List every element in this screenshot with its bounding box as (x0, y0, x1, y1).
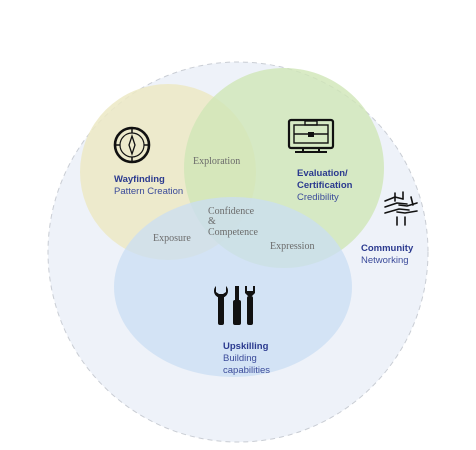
briefcase-icon (287, 118, 335, 153)
upskilling-subtitle-line1: Building (223, 353, 257, 364)
evaluation-subtitle: Credibility (297, 192, 339, 203)
community-title: Community (361, 243, 414, 254)
wayfinding-title: Wayfinding (114, 174, 165, 185)
center-label-line1: Confidence (208, 206, 255, 217)
expression-label: Expression (270, 241, 314, 252)
exposure-label: Exposure (153, 233, 191, 244)
evaluation-title-line2: Certification (297, 180, 353, 191)
community-subtitle: Networking (361, 255, 409, 266)
center-label-line3: Competence (208, 227, 259, 238)
upskilling-title: Upskilling (223, 341, 269, 352)
upskilling-circle (114, 197, 352, 377)
tools-icon (214, 286, 255, 325)
compass-icon (113, 126, 151, 164)
stacked-hands-icon (384, 191, 418, 226)
wayfinding-subtitle: Pattern Creation (114, 186, 183, 197)
evaluation-title-line1: Evaluation/ (297, 168, 348, 179)
upskilling-subtitle-line2: capabilities (223, 365, 270, 376)
exploration-label: Exploration (193, 156, 240, 167)
center-label-line2: & (208, 216, 216, 227)
